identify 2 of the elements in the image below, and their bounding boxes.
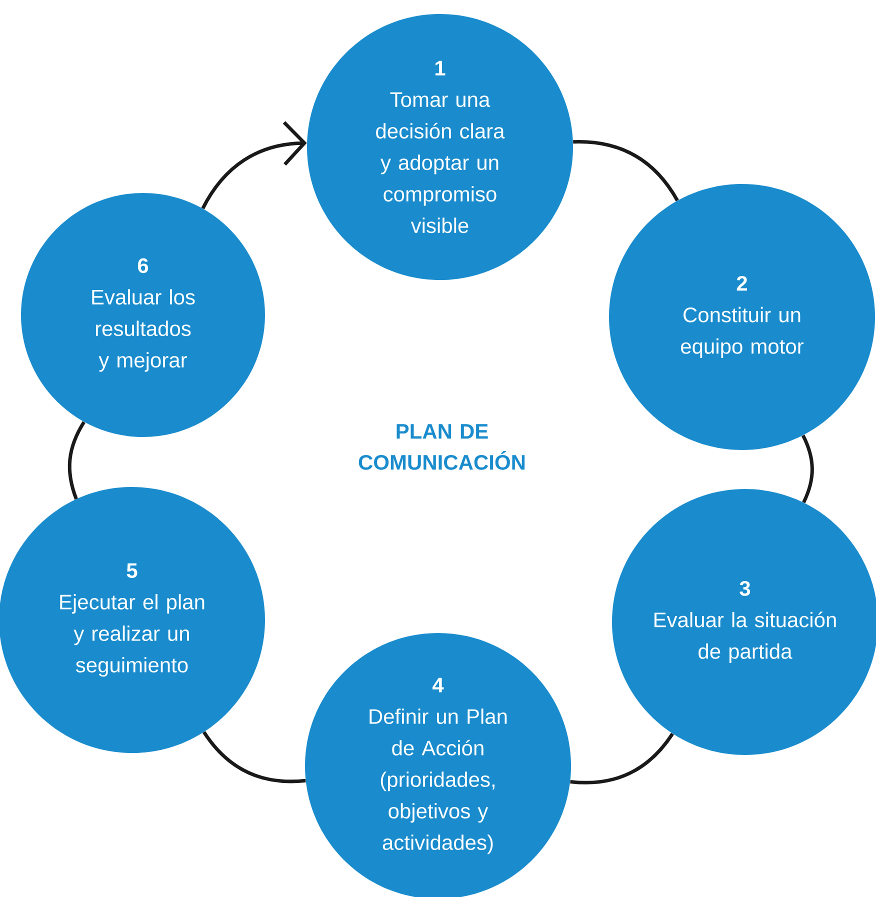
cycle-arrow (201, 121, 307, 210)
center-title: PLAN DE COMUNICACIÓN (358, 424, 525, 470)
